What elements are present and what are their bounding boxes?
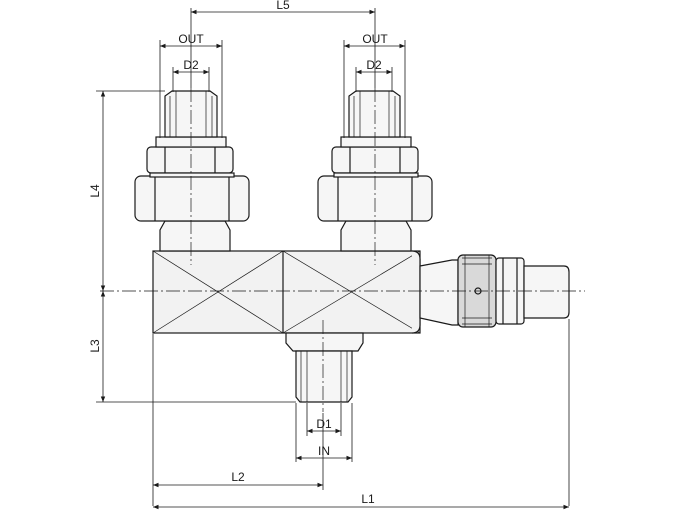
label-l3: L3 [88,339,102,353]
thread-lines-left [169,91,213,137]
label-d1: D1 [316,417,332,431]
label-l1: L1 [361,492,375,506]
extension-lines [96,8,570,506]
label-in: IN [318,444,330,458]
manifold-body [152,250,421,334]
dimension-l5: L5 [191,0,375,15]
label-l5: L5 [276,0,290,12]
outlet-left [134,90,250,252]
label-d2-left: D2 [183,58,199,72]
dimension-l4: L4 [88,91,106,291]
label-out-right: OUT [362,32,388,46]
dimension-d2-left: D2 [173,58,209,75]
label-d2-right: D2 [366,58,382,72]
dimension-out-left: OUT [160,32,222,49]
dimension-out-right: OUT [344,32,405,49]
dimension-l1: L1 [153,492,569,510]
center-lines [100,88,585,412]
dimension-l3: L3 [88,291,106,402]
label-out-left: OUT [178,32,204,46]
label-l2: L2 [231,470,245,484]
side-valve [419,254,570,328]
inlet-bottom [285,332,364,403]
thread-lines-right [353,91,396,137]
dimension-l2: L2 [153,470,323,488]
dimension-d2-right: D2 [356,58,392,75]
dimension-d1: D1 [307,417,341,434]
label-l4: L4 [88,184,102,198]
dimension-in: IN [296,444,352,461]
